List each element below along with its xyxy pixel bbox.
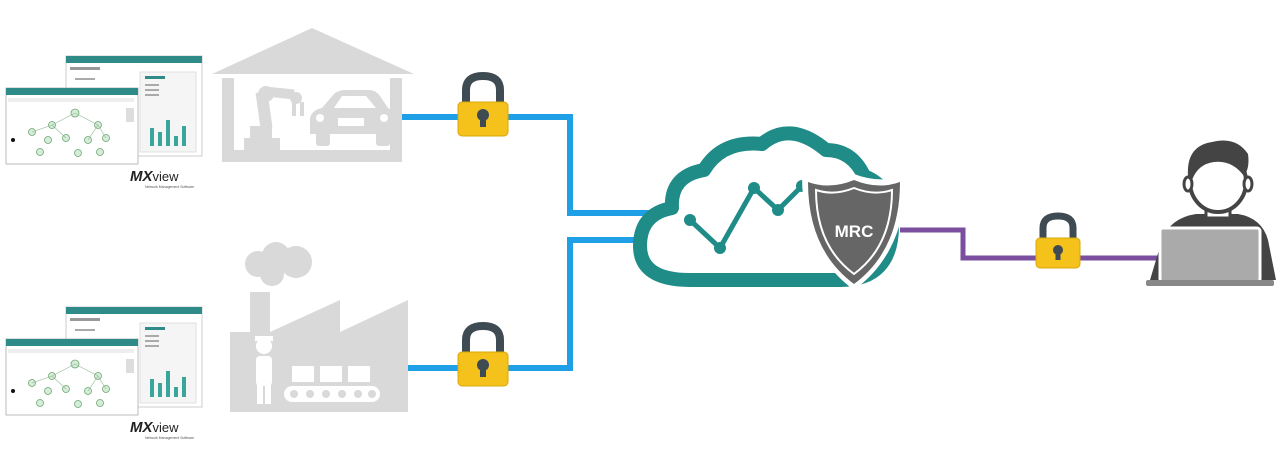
shield-icon: MRC (802, 174, 906, 290)
factory-worker-conveyor-icon (230, 242, 408, 412)
mxview-screens-bottom: MXview Network Management Software (5, 306, 203, 440)
shield-label: MRC (835, 222, 874, 241)
mxview-logo-top: MXview (130, 168, 179, 185)
mxview-logo-view: view (153, 169, 180, 184)
mxview-tagline-top: Network Management Software (145, 185, 194, 189)
mxview-screens-top: MXview Network Management Software (5, 55, 203, 189)
mxview-logo-view: view (153, 420, 180, 435)
user-laptop-icon (1146, 140, 1276, 286)
mxview-logo-bottom: MXview (130, 419, 179, 436)
padlock-icon (457, 71, 509, 137)
mxview-logo-mx: MX (130, 419, 153, 436)
link-shield-to-user (900, 227, 1160, 261)
padlock-icon (457, 321, 509, 387)
warehouse-robot-car-icon (212, 28, 414, 162)
mxview-logo-mx: MX (130, 168, 153, 185)
padlock-icon (1035, 212, 1081, 269)
link-bottom-site-to-cloud (400, 237, 660, 371)
mxview-tagline-bottom: Network Management Software (145, 436, 194, 440)
link-top-site-to-cloud (400, 114, 672, 216)
